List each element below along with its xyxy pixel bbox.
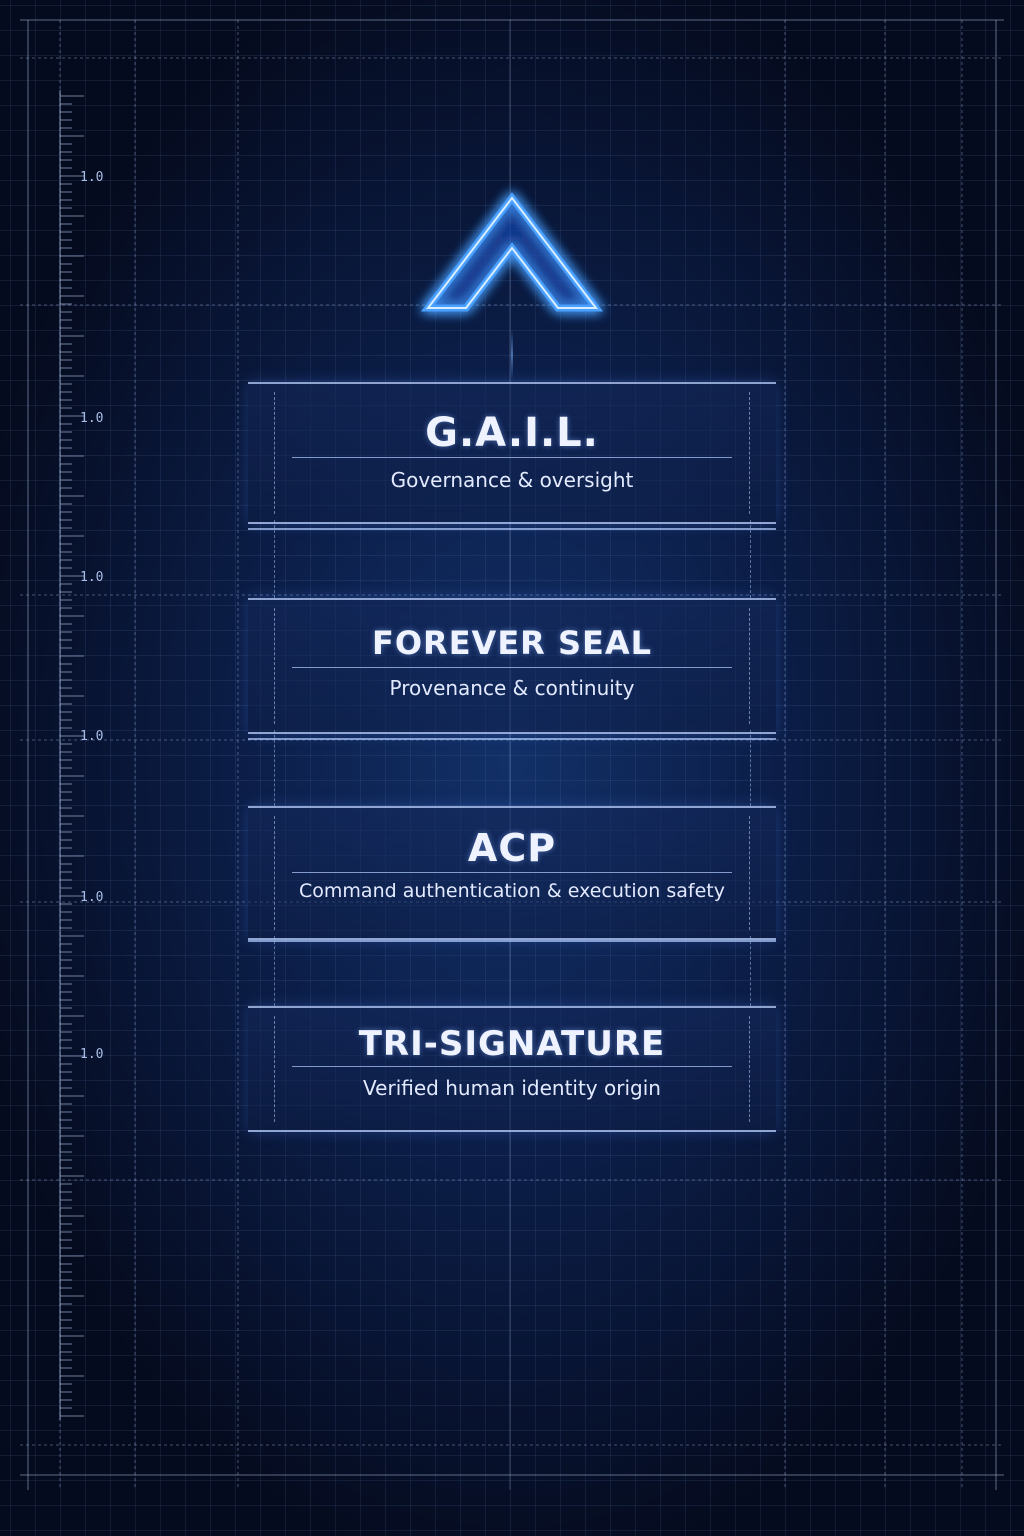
ruler-label: 1.0 — [80, 570, 104, 585]
layer-forever-seal: FOREVER SEAL Provenance & continuity — [248, 598, 776, 734]
layer-frame — [248, 806, 776, 940]
layer-divider — [292, 1066, 732, 1067]
layer-subtitle: Governance & oversight — [390, 468, 634, 492]
layer-divider — [292, 872, 732, 873]
layer-subtitle: Command authentication & execution safet… — [299, 880, 725, 902]
layer-title: ACP — [467, 826, 557, 870]
ruler-label: 1.0 — [80, 411, 104, 426]
layer-connector — [248, 520, 776, 598]
layer-divider — [292, 667, 732, 668]
layer-title: G.A.I.L. — [425, 410, 599, 456]
layer-title: TRI-SIGNATURE — [358, 1024, 666, 1064]
layer-tri-signature: TRI-SIGNATURE Verified human identity or… — [248, 1006, 776, 1132]
layer-frame — [248, 598, 776, 734]
layer-subtitle: Verified human identity origin — [363, 1076, 661, 1100]
layer-connector — [248, 730, 776, 806]
layer-divider — [292, 457, 732, 458]
layer-subtitle: Provenance & continuity — [389, 676, 635, 700]
ruler-label: 1.0 — [80, 1047, 104, 1062]
layer-gail: G.A.I.L. Governance & oversight — [248, 382, 776, 524]
layer-frame — [248, 382, 776, 524]
chevron-up-icon — [420, 192, 604, 312]
layer-connector — [248, 936, 776, 1006]
ruler-label: 1.0 — [80, 170, 104, 185]
vertical-ruler — [59, 90, 84, 1420]
layer-frame — [248, 1006, 776, 1132]
layer-acp: ACP Command authentication & execution s… — [248, 806, 776, 940]
ruler-label: 1.0 — [80, 890, 104, 905]
connector-beam — [511, 330, 513, 380]
layer-title: FOREVER SEAL — [371, 624, 653, 662]
ruler-label: 1.0 — [80, 729, 104, 744]
